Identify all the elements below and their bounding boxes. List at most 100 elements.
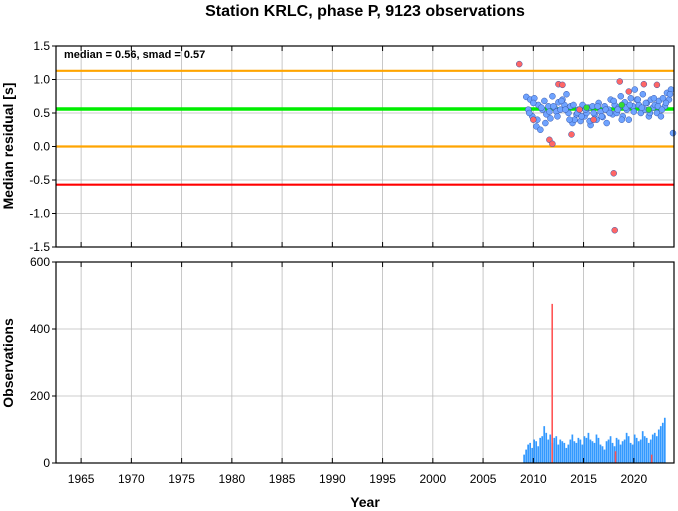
- residual-point: [559, 81, 566, 89]
- residual-point: [626, 101, 634, 109]
- observation-bar: [601, 446, 604, 463]
- observation-bar-spike: [614, 451, 617, 463]
- observation-bar: [581, 444, 584, 463]
- observation-bar: [585, 437, 588, 463]
- observation-bar: [627, 436, 630, 463]
- observation-bar: [651, 434, 654, 463]
- observation-bar: [579, 439, 582, 463]
- residual-point: [576, 106, 583, 113]
- observations-bars: [523, 303, 666, 463]
- observation-bar: [587, 432, 590, 463]
- residual-point: [659, 95, 667, 102]
- observation-bar: [557, 444, 560, 463]
- observation-bar: [659, 426, 662, 463]
- residual-point: [614, 106, 621, 113]
- residual-point: [570, 101, 577, 109]
- residual-y-tick-label: 1.5: [33, 39, 50, 53]
- observation-bar: [589, 439, 592, 463]
- residual-point: [515, 60, 523, 68]
- residual-y-ticks: -1.5-1.0-0.50.00.51.01.5: [29, 39, 56, 254]
- observation-bar: [529, 442, 532, 463]
- observations-y-axis-label: Observations: [0, 318, 16, 408]
- residual-point: [583, 104, 590, 111]
- residual-point: [634, 96, 642, 103]
- residual-point: [611, 227, 618, 234]
- residual-point: [542, 119, 549, 127]
- residual-y-tick-label: 0.5: [33, 106, 50, 120]
- observation-bar: [653, 432, 656, 463]
- observation-bar: [655, 436, 658, 463]
- observation-bar: [541, 436, 544, 463]
- observation-bar: [625, 432, 628, 463]
- observation-bar: [657, 429, 660, 463]
- observation-bar: [539, 437, 542, 463]
- observation-bar: [619, 444, 622, 463]
- observations-y-tick-label: 200: [30, 389, 50, 403]
- x-tick-label: 1975: [168, 472, 195, 486]
- observation-bar: [555, 436, 558, 463]
- observation-bar: [631, 444, 634, 463]
- residual-point: [538, 104, 545, 111]
- residual-y-tick-label: -1.0: [29, 207, 50, 221]
- observation-bar: [623, 439, 626, 463]
- residual-point: [562, 106, 569, 113]
- observation-bar: [549, 434, 552, 463]
- observation-bar: [533, 439, 536, 463]
- residual-point: [645, 106, 653, 113]
- residual-point: [630, 108, 638, 115]
- observation-bar: [629, 442, 632, 463]
- residual-point: [547, 115, 554, 122]
- residual-point: [639, 90, 647, 98]
- x-tick-label: 1980: [219, 472, 246, 486]
- x-tick-label: 2020: [620, 472, 647, 486]
- observation-bar: [633, 434, 636, 463]
- observation-bar: [599, 444, 602, 463]
- observations-y-tick-label: 600: [30, 255, 50, 269]
- residual-annotation: median = 0.56, smad = 0.57: [64, 49, 205, 61]
- observation-bar: [575, 442, 578, 463]
- observation-bar: [545, 432, 548, 463]
- residual-point: [530, 99, 537, 107]
- observation-bar: [559, 439, 562, 463]
- observation-bar: [565, 447, 568, 463]
- observation-bar: [543, 426, 546, 463]
- residual-points: [515, 60, 677, 234]
- residual-point: [558, 97, 565, 105]
- residual-point: [530, 116, 537, 123]
- residual-point: [546, 108, 553, 115]
- residual-point: [640, 80, 648, 88]
- observation-bar: [537, 446, 540, 463]
- residual-point: [590, 109, 597, 117]
- residual-point: [606, 109, 613, 117]
- observation-bar-spike: [551, 303, 554, 463]
- observation-bar: [609, 436, 612, 463]
- observation-bar: [635, 437, 638, 463]
- observation-bar: [621, 441, 624, 463]
- observation-bar: [617, 439, 620, 463]
- residual-point: [554, 113, 561, 120]
- residual-point: [526, 109, 533, 117]
- observation-bar: [593, 442, 596, 463]
- residual-point: [617, 93, 624, 100]
- residual-y-tick-label: -1.5: [29, 240, 50, 254]
- observation-bar: [611, 442, 614, 463]
- observation-bar: [583, 436, 586, 463]
- observation-bar: [531, 447, 534, 463]
- observation-bar: [597, 437, 600, 463]
- residual-point: [650, 95, 658, 102]
- observation-bar-spike: [650, 454, 653, 463]
- observation-bar: [605, 441, 608, 463]
- residual-point: [642, 99, 650, 107]
- observation-bar: [595, 434, 598, 463]
- residual-point: [537, 126, 544, 133]
- observation-bar: [607, 439, 610, 463]
- residual-point: [603, 119, 610, 127]
- x-tick-label: 1970: [118, 472, 145, 486]
- observation-bar: [553, 437, 556, 463]
- observation-bar: [571, 434, 574, 463]
- observation-bar: [643, 436, 646, 463]
- x-tick-label: 2000: [419, 472, 446, 486]
- residual-point: [590, 116, 597, 123]
- residual-point: [618, 101, 625, 109]
